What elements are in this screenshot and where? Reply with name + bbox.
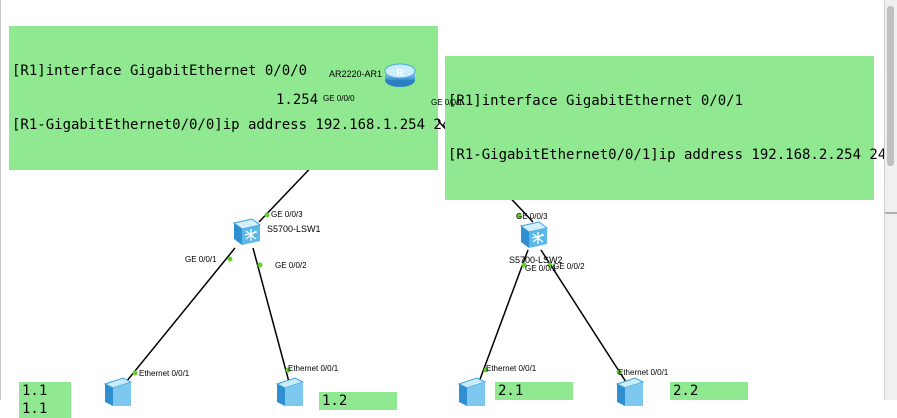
note-r1-ge000-config[interactable]: [R1]interface GigabitEthernet 0/0/0 [R1-… xyxy=(9,26,451,170)
port-dots xyxy=(132,97,622,376)
router-ar1[interactable]: R xyxy=(384,62,416,88)
pc-icon xyxy=(103,377,133,406)
note-line: [R1]interface GigabitEthernet 0/0/0 xyxy=(12,63,308,79)
port-lsw1-ge002: GE 0/0/2 xyxy=(275,261,307,270)
pc-icon xyxy=(275,377,305,406)
pc-21[interactable] xyxy=(455,376,491,406)
tag-pc12-ip[interactable]: 1.2 xyxy=(319,392,397,410)
lsw1-label: S5700-LSW1 xyxy=(267,224,321,234)
switch-lsw1[interactable] xyxy=(230,217,262,247)
svg-text:R: R xyxy=(396,68,404,79)
tag-pc21-ip[interactable]: 2.1 xyxy=(495,382,573,400)
note-line: [R1-GigabitEthernet0/0/1]ip address 192.… xyxy=(448,147,887,163)
port-pc11-eth: Ethernet 0/0/1 xyxy=(139,369,190,378)
port-lsw2-ge003: GE 0/0/3 xyxy=(516,212,548,221)
tag-router-ge000-ip[interactable]: 1.254 xyxy=(273,91,319,109)
router-icon: R xyxy=(384,63,416,87)
pc-11[interactable] xyxy=(101,376,137,406)
scrollbar-thumb[interactable] xyxy=(887,6,894,166)
link-lsw2-pc22[interactable] xyxy=(540,249,627,383)
port-r-ge001: GE 0/0/1 xyxy=(431,98,463,107)
pc-icon xyxy=(457,377,487,406)
tag-pc11-ip[interactable]: 1.1 1.1 xyxy=(19,382,71,418)
port-r-ge000: GE 0/0/0 xyxy=(323,94,355,103)
router-label: AR2220-AR1 xyxy=(329,69,383,79)
port-lsw1-ge001: GE 0/0/1 xyxy=(185,255,217,264)
vertical-scrollbar[interactable] xyxy=(884,0,897,400)
port-pc12-eth: Ethernet 0/0/1 xyxy=(288,364,339,373)
note-line: [R1-GigabitEthernet0/0/0]ip address 192.… xyxy=(12,117,451,133)
link-lsw1-pc11[interactable] xyxy=(125,247,236,383)
port-lsw2-ge002: GE 0/0/2 xyxy=(553,262,585,271)
switch-lsw2[interactable] xyxy=(517,220,549,250)
link-lsw1-pc12[interactable] xyxy=(252,247,290,383)
port-pc21-eth: Ethernet 0/0/1 xyxy=(486,364,537,373)
tag-line: 1.1 xyxy=(22,383,48,399)
switch-icon xyxy=(519,221,549,248)
tag-pc22-ip[interactable]: 2.2 xyxy=(670,382,748,400)
port-lsw2-ge001: GE 0/0/1 xyxy=(525,264,557,273)
note-r1-ge001-config[interactable]: [R1]interface GigabitEthernet 0/0/1 [R1-… xyxy=(445,56,887,200)
link-lsw2-pc21[interactable] xyxy=(478,249,529,383)
tag-line: 1.1 xyxy=(22,401,48,417)
scrollbar-divider xyxy=(885,212,897,214)
lsw2-label: S5700-LSW2 xyxy=(509,255,563,265)
port-pc22-eth: Ethernet 0/0/1 xyxy=(618,368,669,377)
port-lsw1-ge003: GE 0/0/3 xyxy=(271,210,303,219)
note-line: [R1]interface GigabitEthernet 0/0/1 xyxy=(448,93,744,109)
pc-12[interactable] xyxy=(273,376,309,406)
pc-22[interactable] xyxy=(613,376,649,406)
pc-icon xyxy=(615,377,645,406)
switch-icon xyxy=(232,218,262,245)
